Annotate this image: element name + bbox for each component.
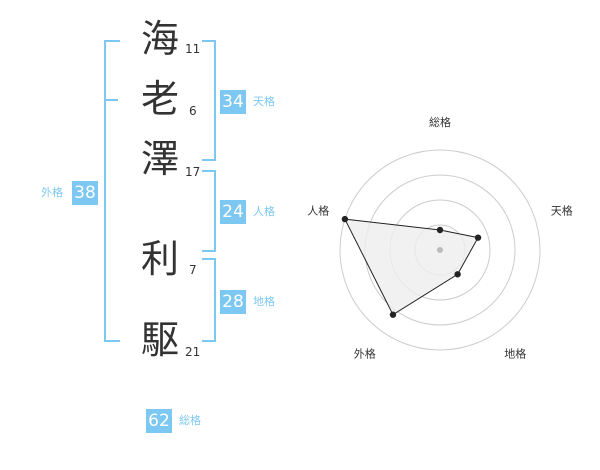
radar-axis-label-4: 人格: [307, 203, 329, 217]
radar-point-4: [341, 215, 349, 223]
kanji-2: 老: [140, 77, 179, 121]
radar-axis-label-3: 外格: [354, 347, 376, 361]
gaikaku-label: 外格: [41, 186, 63, 199]
soukaku-label: 総格: [179, 414, 201, 427]
stroke-count-5: 21: [185, 345, 201, 359]
radar-point-0: [436, 226, 444, 234]
kanji-3: 澤: [140, 137, 179, 181]
soukaku-value: 62: [146, 409, 172, 433]
kanji-5: 駆: [140, 318, 179, 362]
stroke-count-2: 6: [189, 104, 197, 118]
chikaku-bracket: [202, 258, 216, 342]
kanji-4: 利: [140, 237, 179, 281]
gaikaku-value: 38: [72, 181, 98, 205]
jinkaku-label: 人格: [253, 205, 275, 218]
radar-center-dot: [437, 247, 443, 253]
radar-point-1: [474, 234, 482, 241]
chikaku-label: 地格: [253, 295, 275, 308]
tenkaku-bracket: [202, 40, 216, 161]
tenkaku-label: 天格: [253, 95, 275, 108]
chikaku-value: 28: [220, 290, 246, 314]
tenkaku-value: 34: [220, 90, 246, 114]
radar-point-3: [389, 311, 397, 318]
gaikaku-bracket: [104, 40, 120, 342]
jinkaku-bracket: [202, 170, 216, 252]
radar-axis-label-0: 総格: [429, 115, 451, 129]
stroke-count-3: 17: [185, 165, 201, 179]
radar-point-2: [454, 271, 461, 278]
stroke-count-4: 7: [189, 263, 197, 277]
kanji-1: 海: [140, 17, 179, 61]
stroke-count-1: 11: [185, 42, 201, 56]
radar-series-polygon: [344, 218, 479, 316]
jinkaku-value: 24: [220, 200, 246, 224]
radar-axis-label-1: 天格: [551, 203, 573, 217]
radar-axis-label-2: 地格: [504, 347, 526, 361]
radar-ring-4: [339, 149, 541, 351]
gaikaku-tick: [104, 99, 118, 101]
